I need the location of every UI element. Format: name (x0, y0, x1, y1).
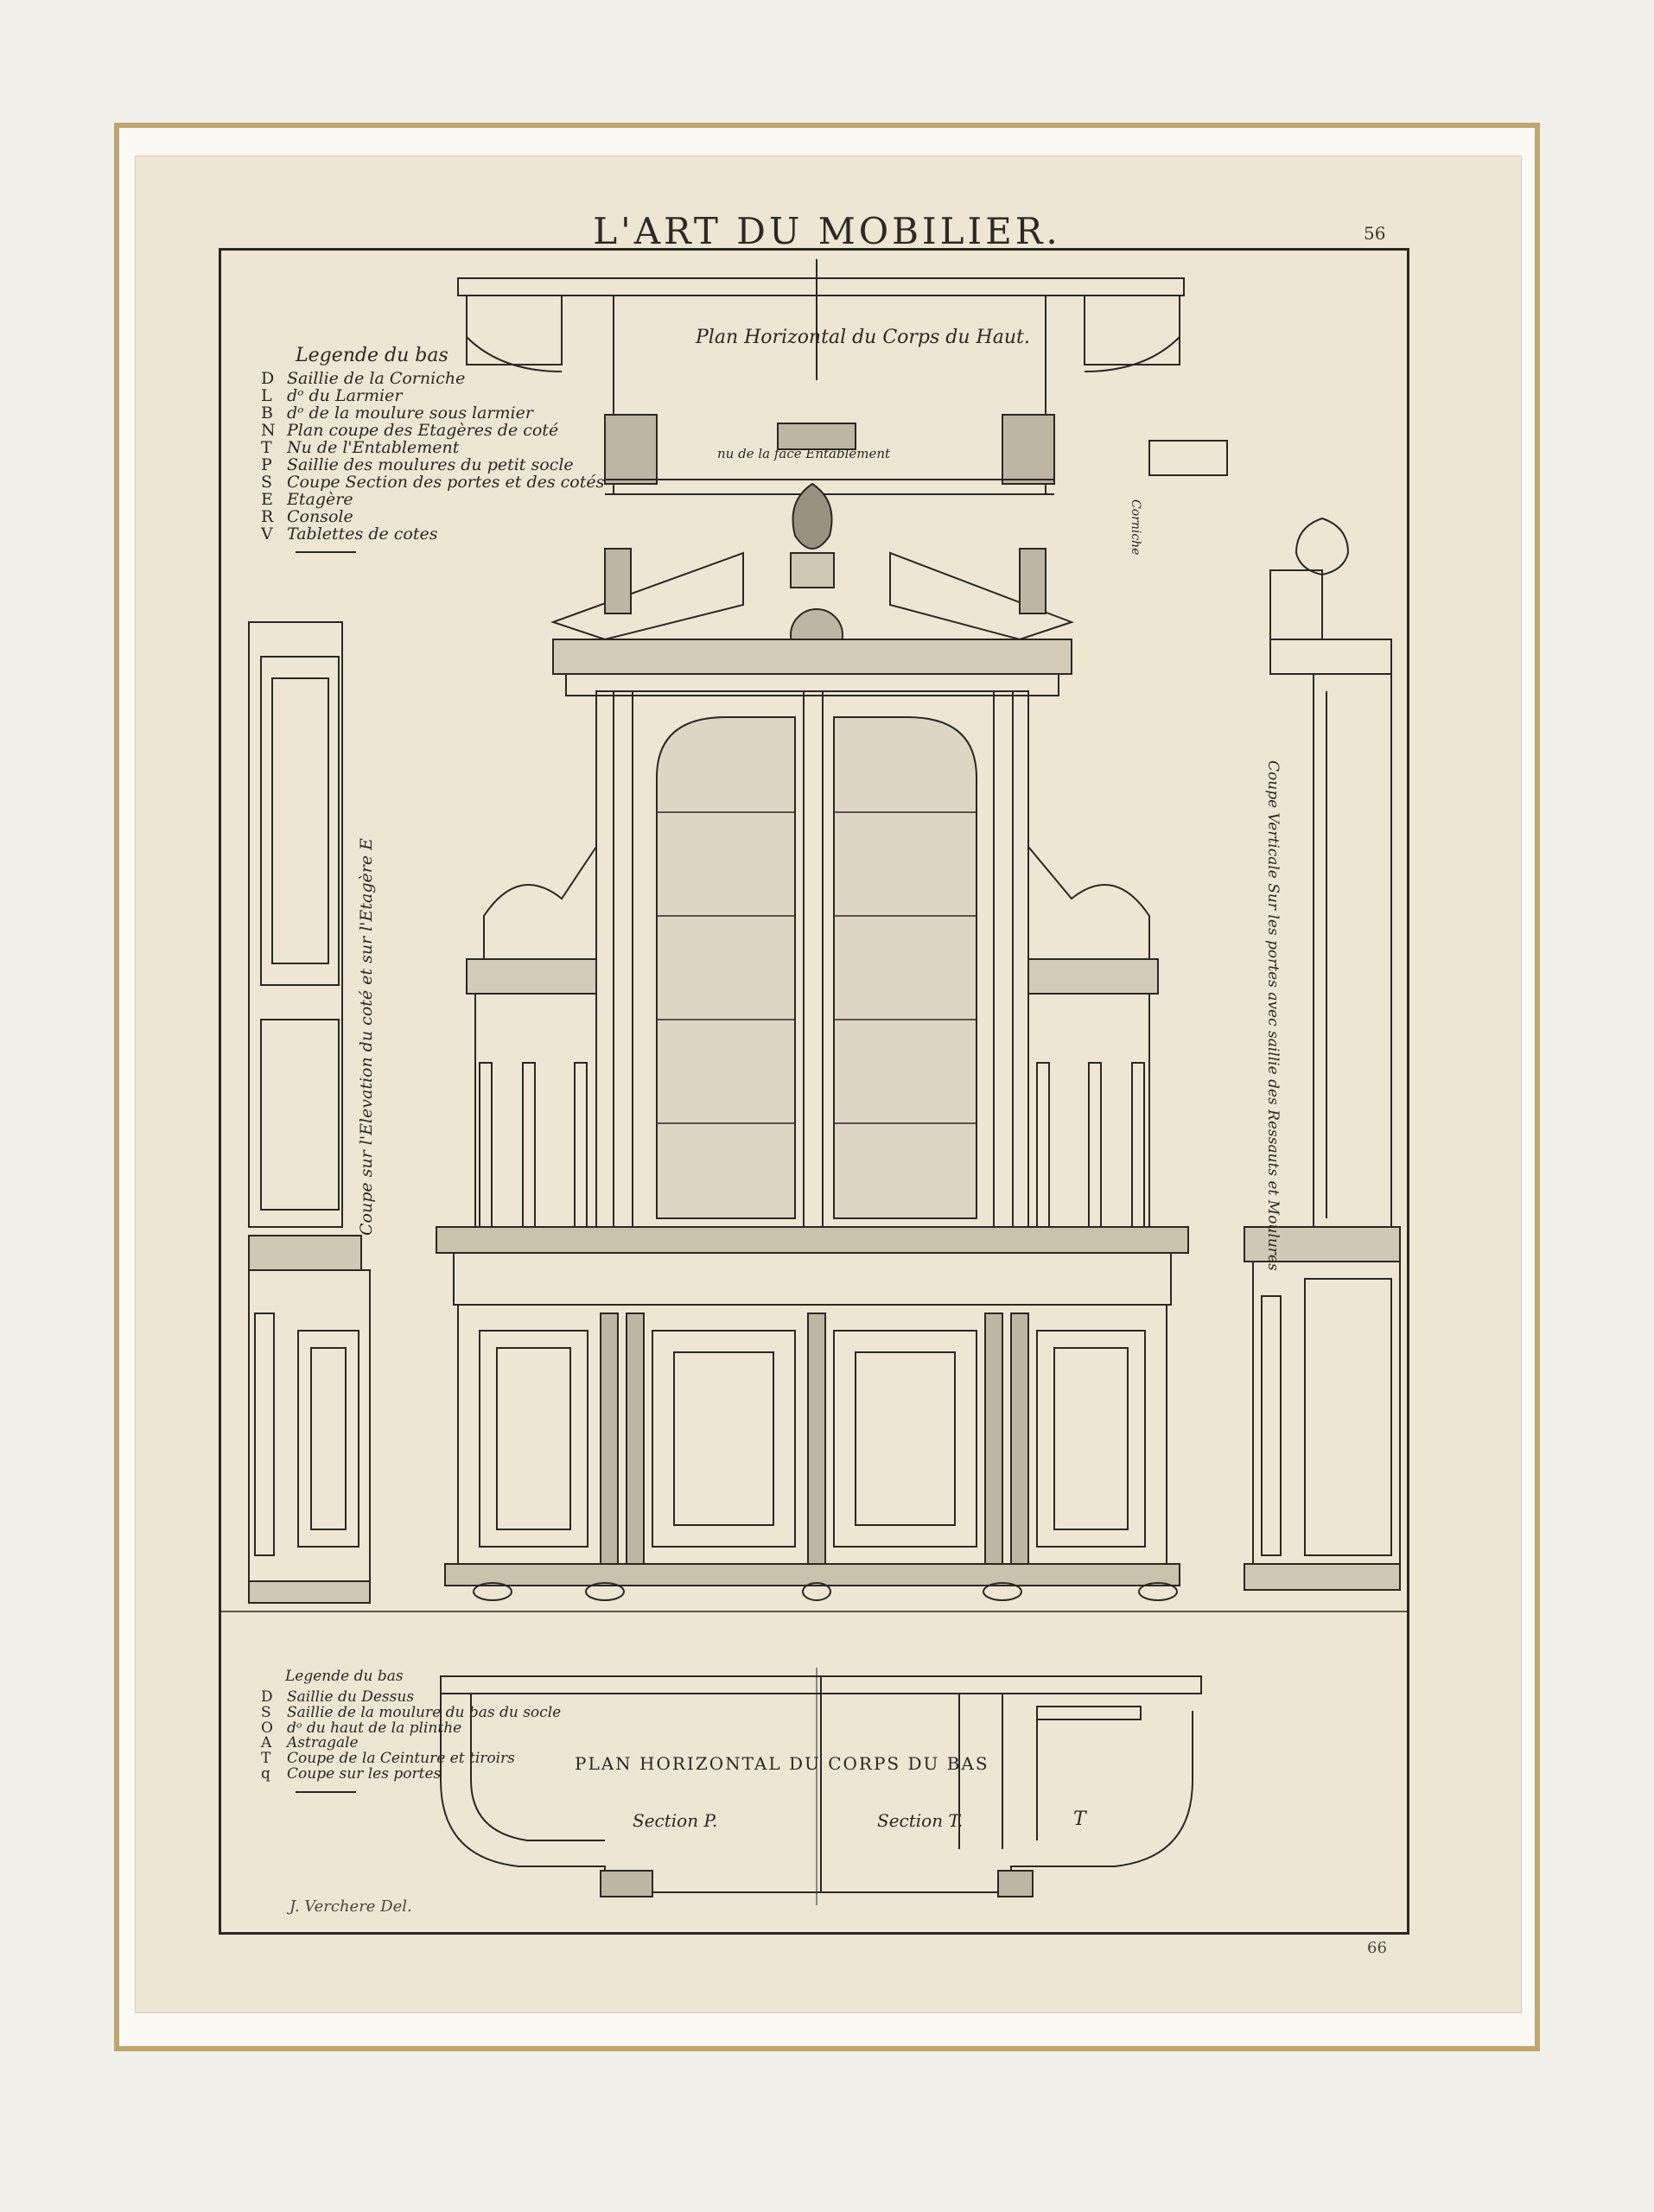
legend-text: dᵒ du haut de la plinthe (287, 1719, 462, 1737)
legend-row: R Console (261, 506, 604, 526)
legend-text: Saillie de la moulure du bas du socle (287, 1703, 562, 1721)
legend-key: V (261, 524, 273, 543)
plate-number: 56 (1364, 223, 1386, 244)
left-section-drawing (248, 621, 371, 1604)
top-plan-drawing (457, 259, 1228, 495)
legend-text: Console (287, 506, 353, 526)
legend-row: N Plan coupe des Etagères de coté (261, 420, 604, 440)
legend-key: N (261, 420, 276, 440)
legend-text: Plan coupe des Etagères de coté (287, 420, 559, 440)
legend-key: D (261, 1688, 273, 1706)
legend-key: q (261, 1765, 270, 1783)
legend-key: A (261, 1734, 272, 1752)
corniche-label: Corniche (1129, 499, 1142, 555)
bottom-legend: Legende du bas D Saillie du Dessus S Saill… (261, 1669, 561, 1793)
legend-key: R (261, 506, 274, 526)
legend-text: Saillie des moulures du petit socle (287, 454, 574, 474)
legend-key: B (261, 403, 273, 423)
legend-row: q Coupe sur les portes (261, 1765, 561, 1783)
plan-top-sub-label: nu de la face Entablement (717, 446, 891, 461)
plan-bottom-label: PLAN HORIZONTAL DU CORPS DU BAS (575, 1753, 989, 1774)
legend-text: Astragale (287, 1734, 359, 1752)
legend-row: T Nu de l'Entablement (261, 437, 604, 457)
legend-row: T Coupe de la Ceinture et tiroirs (261, 1751, 561, 1767)
right-section-drawing (1244, 517, 1401, 1591)
legend-key: T (261, 437, 272, 457)
legend-key: S (261, 1703, 271, 1721)
paper-sheet (135, 156, 1522, 2013)
top-legend-title: Legende du bas (296, 345, 448, 366)
legend-text: dᵒ de la moulure sous larmier (287, 403, 533, 423)
legend-key: O (261, 1719, 273, 1737)
legend-row: V Tablettes de cotes (261, 524, 604, 543)
t-mark-label: T (1073, 1808, 1088, 1830)
legend-row: D Saillie de la Corniche (261, 369, 604, 389)
legend-text: Coupe Section des portes et des cotés (287, 472, 605, 492)
legend-key: E (261, 489, 273, 509)
legend-row: P Saillie des moulures du petit socle (261, 454, 604, 474)
legend-row: D Saillie du Dessus (261, 1688, 561, 1706)
bottom-plan-drawing (440, 1668, 1202, 1905)
bottom-page-number: 66 (1367, 1939, 1387, 1957)
section-p-label: Section P. (633, 1810, 717, 1831)
legend-key: P (261, 454, 272, 474)
legend-rule (296, 551, 356, 554)
legend-text: Nu de l'Entablement (287, 437, 460, 457)
cabinet-elevation (436, 482, 1189, 1601)
right-vertical-label: Coupe Verticale Sur les portes avec sail… (1264, 760, 1282, 1271)
legend-key: T (261, 1750, 271, 1768)
legend-row: S Coupe Section des portes et des cotés (261, 474, 604, 492)
legend-key: L (261, 386, 272, 406)
section-t-label: Section T. (877, 1810, 963, 1831)
legend-text: Coupe de la Ceinture et tiroirs (287, 1750, 515, 1768)
top-legend: Legende du bas D Saillie de la Corniche L… (261, 345, 604, 554)
legend-text: dᵒ du Larmier (287, 386, 403, 406)
plate-border (219, 248, 1409, 1935)
legend-row: E Etagère (261, 489, 604, 509)
plate-header-title: L'ART DU MOBILIER. (593, 210, 1061, 252)
legend-text: Etagère (287, 489, 353, 509)
legend-text: Tablettes de cotes (287, 524, 438, 543)
legend-key: D (261, 369, 275, 389)
left-vertical-label: Coupe sur l'Elevation du coté et sur l'E… (357, 838, 376, 1236)
bottom-legend-title: Legende du bas (285, 1668, 404, 1685)
legend-key: S (261, 472, 273, 492)
legend-text: Coupe sur les portes (287, 1765, 442, 1783)
plan-top-label: Plan Horizontal du Corps du Haut. (695, 327, 1030, 348)
artist-signature: J. Verchere Del. (289, 1897, 412, 1916)
legend-rule (296, 1790, 356, 1793)
legend-row: S Saillie de la moulure du bas du socle (261, 1703, 562, 1721)
legend-text: Saillie de la Corniche (287, 369, 466, 389)
legend-text: Saillie du Dessus (287, 1688, 415, 1706)
legend-row: A Astragale (261, 1736, 561, 1751)
